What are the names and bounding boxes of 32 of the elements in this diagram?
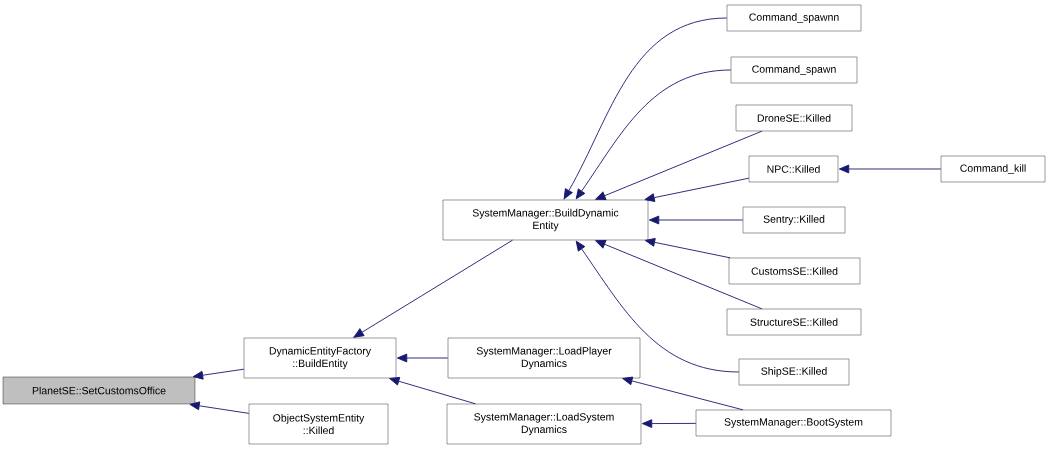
arrow xyxy=(353,239,513,338)
arrow xyxy=(563,17,728,200)
function-box: SystemManager::LoadSystem Dynamics xyxy=(446,403,642,445)
function-box: SystemManager::BootSystem xyxy=(695,409,892,437)
function-box: Command_spawnn xyxy=(726,4,862,32)
arrow xyxy=(641,419,697,428)
function-box: NPC::Killed xyxy=(748,155,839,183)
arrow xyxy=(389,376,476,405)
arrow xyxy=(622,376,744,411)
arrow xyxy=(595,240,763,310)
function-box: SystemManager::LoadPlayer Dynamics xyxy=(447,337,641,379)
function-box: ObjectSystemEntity ::Killed xyxy=(248,403,389,445)
arrow xyxy=(644,177,750,202)
function-box: ShipSE::Killed xyxy=(738,358,850,386)
function-box: Sentry::Killed xyxy=(742,206,846,234)
arrow xyxy=(838,164,942,174)
function-box: PlanetSE::SetCustomsOffice xyxy=(2,376,196,405)
function-box: DroneSE::Killed xyxy=(735,104,853,132)
arrow xyxy=(189,401,250,414)
function-box: Command_spawn xyxy=(730,56,858,84)
arrow xyxy=(575,69,732,200)
function-box: SystemManager::BuildDynamic Entity xyxy=(442,199,649,241)
arrow xyxy=(644,238,731,259)
arrow xyxy=(648,215,744,225)
arrow xyxy=(575,240,740,373)
arrow xyxy=(396,353,449,363)
function-box: Command_kill xyxy=(940,155,1046,183)
function-box: StructureSE::Killed xyxy=(726,308,862,336)
function-box: DynamicEntityFactory ::BuildEntity xyxy=(243,337,397,379)
arrow xyxy=(595,130,763,200)
arrow xyxy=(192,368,245,380)
function-box: CustomsSE::Killed xyxy=(728,257,861,285)
